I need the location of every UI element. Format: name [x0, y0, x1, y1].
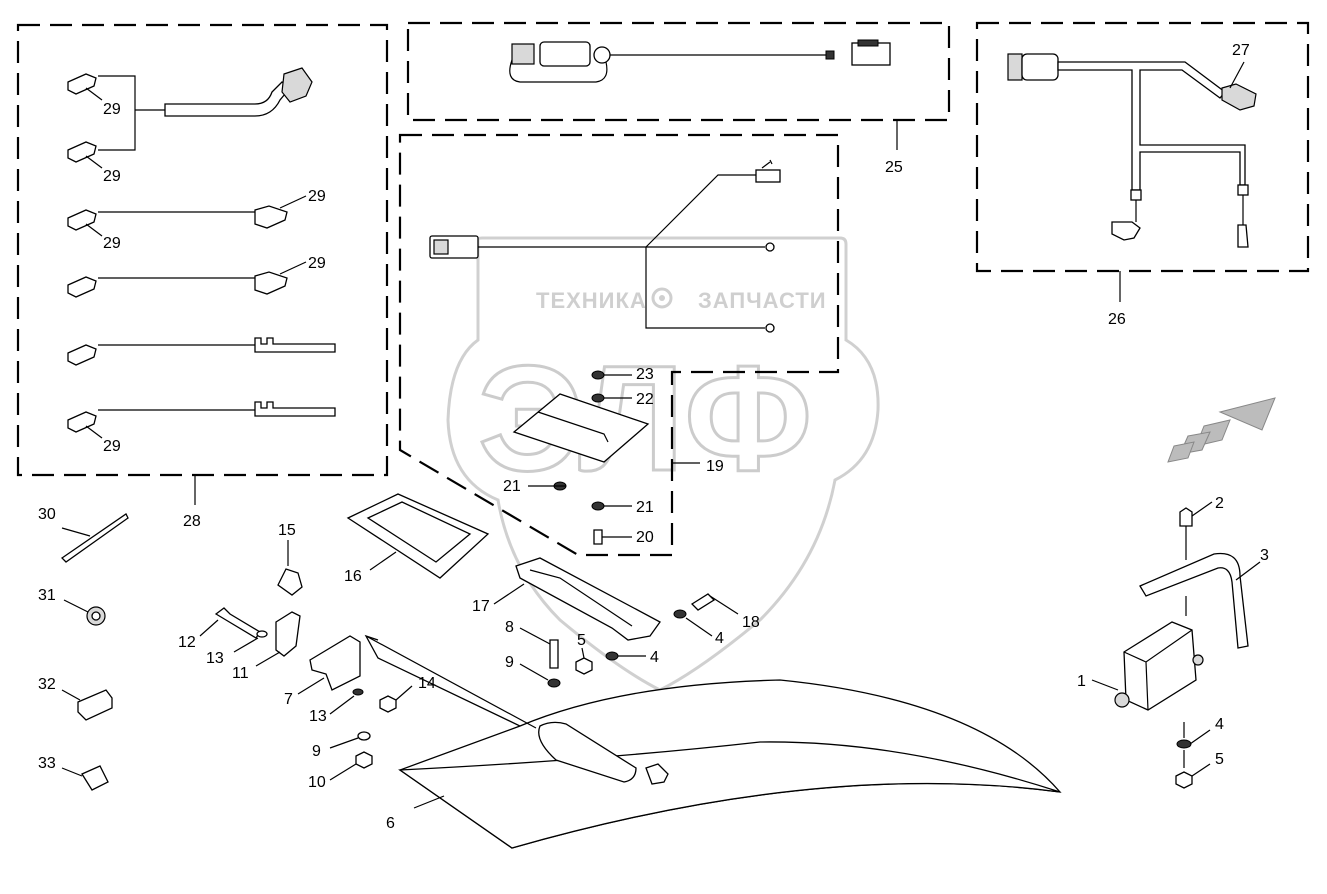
callout-29-a: 29 — [103, 101, 121, 118]
callout-10: 10 — [308, 774, 326, 791]
loose-parts-30-33 — [60, 513, 129, 791]
callout-28: 28 — [183, 513, 201, 530]
callout-30: 30 — [38, 506, 56, 523]
callout-27: 27 — [1232, 42, 1250, 59]
group-box-28 — [16, 23, 389, 477]
callout-7: 7 — [284, 691, 293, 708]
callout-11: 11 — [232, 665, 249, 682]
callout-19: 19 — [706, 458, 724, 475]
callout-33: 33 — [38, 755, 56, 772]
harness-26-parts — [1007, 53, 1257, 248]
callout-25: 25 — [885, 159, 903, 176]
callout-29-c: 29 — [308, 188, 326, 205]
callout-31: 31 — [38, 587, 56, 604]
callout-9-cover: 9 — [505, 654, 514, 671]
watermark-right-word: ЗАПЧАСТИ — [698, 288, 827, 313]
callout-32: 32 — [38, 676, 56, 693]
callout-5-cover: 5 — [577, 632, 586, 649]
callout-29-f: 29 — [103, 438, 121, 455]
callout-26: 26 — [1108, 311, 1126, 328]
callout-13-upper: 13 — [206, 650, 224, 667]
callout-29-d: 29 — [103, 235, 121, 252]
callout-29-e: 29 — [308, 255, 326, 272]
callout-21-left: 21 — [503, 478, 521, 495]
main-assembly — [199, 493, 1261, 849]
callout-5-module: 5 — [1215, 751, 1224, 768]
watermark-gear-icon — [651, 287, 673, 309]
harness-19-parts — [429, 159, 781, 545]
harness-28-parts — [67, 67, 336, 433]
harness-25-parts — [509, 39, 891, 83]
callout-20: 20 — [636, 529, 654, 546]
direction-arrow-icon — [1167, 397, 1276, 463]
callout-4-cover: 4 — [650, 649, 659, 666]
watermark: ТЕХНИКА ЗАПЧАСТИ ЭЛФ — [446, 236, 880, 692]
callout-numbers: 1 2 3 4 5 4 4 5 6 7 8 9 9 10 11 12 13 13… — [38, 42, 1269, 832]
group-box-25 — [406, 21, 951, 122]
callout-13-lower: 13 — [309, 708, 327, 725]
watermark-left-word: ТЕХНИКА — [536, 288, 647, 313]
callout-6: 6 — [386, 815, 395, 832]
callout-3: 3 — [1260, 547, 1269, 564]
callout-9-bracket: 9 — [312, 743, 321, 760]
callout-4-module: 4 — [1215, 716, 1224, 733]
callout-29-b: 29 — [103, 168, 121, 185]
callout-15: 15 — [278, 522, 296, 539]
callout-22: 22 — [636, 391, 654, 408]
callout-1: 1 — [1077, 673, 1086, 690]
callout-8: 8 — [505, 619, 514, 636]
callout-23: 23 — [636, 366, 654, 383]
watermark-logo-letters: ЭЛФ — [478, 334, 812, 502]
callout-17: 17 — [472, 598, 490, 615]
callout-14: 14 — [418, 675, 436, 692]
callout-12: 12 — [178, 634, 196, 651]
callout-21-right: 21 — [636, 499, 654, 516]
group-box-26 — [975, 21, 1310, 273]
callout-16: 16 — [344, 568, 362, 585]
callout-18: 18 — [742, 614, 760, 631]
callout-4-strap: 4 — [715, 630, 724, 647]
callout-2: 2 — [1215, 495, 1224, 512]
